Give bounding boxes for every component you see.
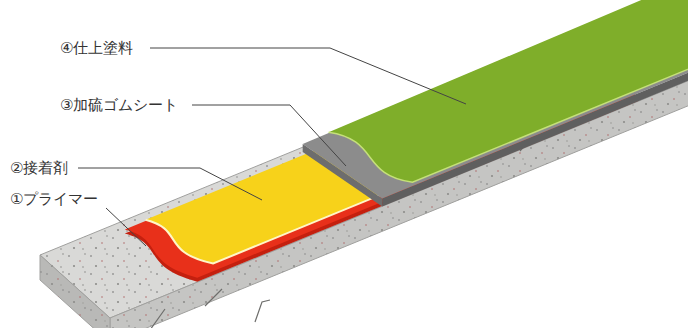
layer-label: ①プライマー (10, 190, 98, 208)
leader-lines (78, 48, 466, 246)
layer-label: ②接着剤 (10, 159, 68, 177)
finish-coat-layer (329, 0, 688, 182)
rubber-sheet-layer (303, 0, 688, 206)
layer-label: ③加硫ゴムシート (60, 96, 178, 114)
layer-label: ④仕上塗料 (60, 39, 133, 57)
